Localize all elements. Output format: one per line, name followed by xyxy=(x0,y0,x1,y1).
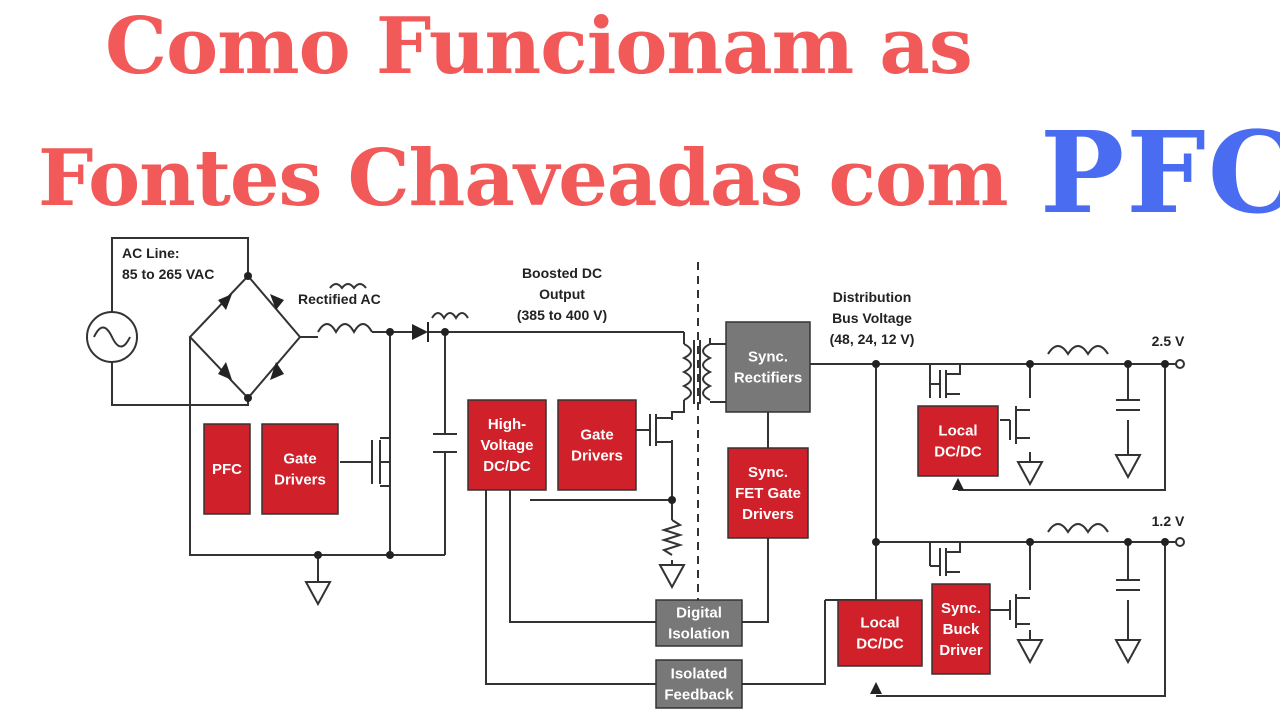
primary-mosfet-icon xyxy=(636,414,672,446)
label-ac-line: AC Line:85 to 265 VAC xyxy=(122,245,214,282)
title-line-1: Como Funcionam as xyxy=(105,1,973,92)
block-label-sync-rect: Sync.Rectifiers xyxy=(734,349,802,387)
sense-resistor-icon xyxy=(660,519,684,556)
junction-dots xyxy=(244,272,1169,559)
output-terminal-1v2 xyxy=(1175,537,1185,547)
label-rectified: Rectified AC xyxy=(298,291,381,307)
bulk-capacitor-icon xyxy=(433,433,457,453)
bridge-rectifier-diodes xyxy=(218,294,284,380)
label-out2: 1.2 V xyxy=(1152,513,1185,529)
ac-source-icon xyxy=(86,311,138,363)
title-line-2: Fontes Chaveadas com xyxy=(38,133,1009,224)
feedback-arrows xyxy=(870,478,964,694)
title-highlight-pfc: PFC xyxy=(1040,108,1280,239)
block-sync-rect: Sync.Rectifiers xyxy=(725,321,811,413)
output-terminal-2v5 xyxy=(1175,359,1185,369)
output-1-parts xyxy=(929,345,1140,444)
pfc-mosfet-icon xyxy=(340,420,391,555)
output-2-parts xyxy=(930,523,1140,628)
label-out1: 2.5 V xyxy=(1152,333,1185,349)
ground-symbols xyxy=(304,454,1142,665)
boost-diode-icon xyxy=(412,312,469,342)
pfc-inductor-icon xyxy=(317,283,373,335)
block-pfc: PFC xyxy=(203,423,251,515)
circuit-wires xyxy=(111,237,1166,697)
diagram-labels: AC Line:85 to 265 VAC Rectified AC Boosted… xyxy=(122,245,1185,529)
block-label-pfc: PFC xyxy=(212,461,242,478)
isolation-transformer-icon xyxy=(681,340,713,404)
